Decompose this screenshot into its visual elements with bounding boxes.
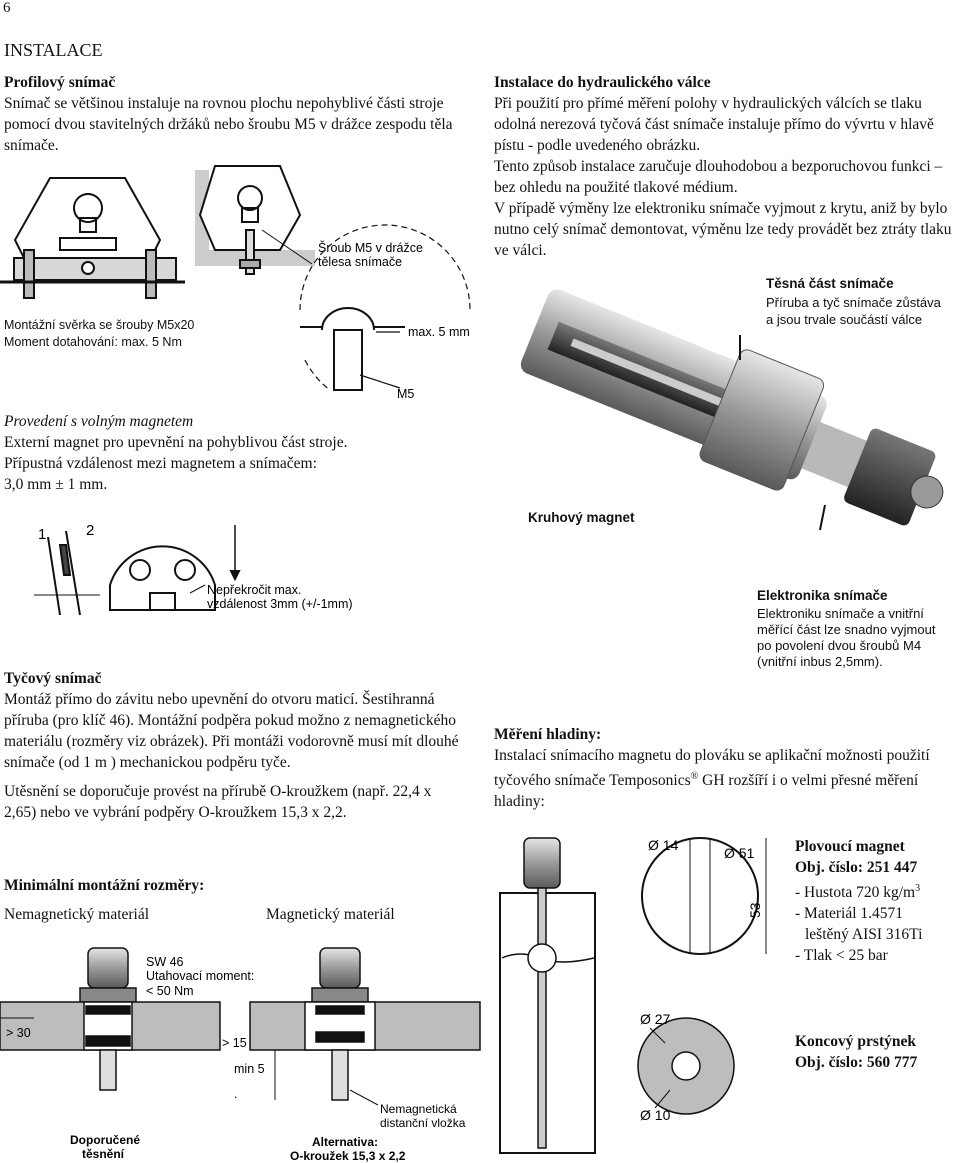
- float-pressure: - Tlak < 25 bar: [795, 947, 888, 965]
- alternative-label-1: Alternativa:: [312, 1135, 378, 1149]
- dot-label: .: [234, 1087, 237, 1101]
- float-density-sup: 3: [915, 883, 921, 894]
- profile-heading: Profilový snímač: [4, 74, 116, 91]
- spacer-label-2: distanční vložka: [380, 1116, 466, 1130]
- electronics-text: Elektroniku snímače a vnitřní měřící čás…: [757, 606, 935, 670]
- spacer-label-1: Nemagnetická: [380, 1102, 457, 1116]
- level-section: Měření hladiny: Instalací snímacího magn…: [494, 724, 956, 812]
- ring-order-number: Obj. číslo: 560 777: [795, 1054, 918, 1071]
- hydraulic-section: Instalace do hydraulického válce Při pou…: [494, 72, 954, 261]
- free-magnet-section: Provedení s volným magnetem Externí magn…: [4, 411, 474, 495]
- electronics-line-2: měřící část lze snadno vyjmout: [757, 622, 936, 637]
- ring-magnet-label: Kruhový magnet: [528, 510, 635, 525]
- rod-text-2: Utěsnění se doporučuje provést na přírub…: [4, 783, 432, 821]
- max-5mm-label: max. 5 mm: [408, 325, 470, 339]
- hydraulic-p1: Při použití pro přímé měření polohy v hy…: [494, 95, 934, 154]
- groove-screw-drawing: [195, 165, 315, 275]
- free-magnet-drawing: 1 2 Nepřekročit max. vzdálenost 3mm (+/-…: [34, 522, 353, 616]
- float-magnet-info: Plovoucí magnet Obj. číslo: 251 447 - Hu…: [795, 836, 922, 966]
- min-dims-heading: Minimální montážní rozměry:: [4, 877, 205, 894]
- tight-part-title: Těsná část snímače: [766, 276, 894, 291]
- profile-text: Snímač se většinou instaluje na rovnou p…: [4, 95, 453, 154]
- float-order-number: Obj. číslo: 251 447: [795, 859, 918, 876]
- sw46-label: SW 46: [146, 955, 184, 969]
- electronics-line-1: Elektroniku snímače a vnitřní: [757, 606, 924, 621]
- profile-section: Profilový snímač Snímač se většinou inst…: [4, 72, 456, 156]
- level-text-b: GH rozšíří i o velmi přesné měření hladi…: [494, 772, 919, 811]
- dim-h53: 53: [747, 902, 763, 918]
- ring-title: Koncový prstýnek: [795, 1033, 916, 1050]
- free-magnet-line-1: Externí magnet pro upevnění na pohyblivo…: [4, 434, 348, 451]
- section-title: INSTALACE: [4, 40, 103, 60]
- hydraulic-heading: Instalace do hydraulického válce: [494, 74, 711, 91]
- tight-part-line-2: a jsou trvale součástí válce: [766, 312, 923, 327]
- torque-label-2: < 50 Nm: [146, 984, 194, 998]
- gt15-label: > 15: [222, 1036, 247, 1050]
- warn-line-2: vzdálenost 3mm (+/-1mm): [207, 597, 353, 611]
- electronics-title: Elektronika snímače: [757, 588, 888, 603]
- rod-text-1: Montáž přímo do závitu nebo upevnění do …: [4, 691, 459, 771]
- level-text-a: Instalací snímacího magnetu do plováku s…: [494, 747, 930, 790]
- alternative-label-2: O-kroužek 15,3 x 2,2: [290, 1149, 406, 1163]
- float-density: - Hustota 720 kg/m3: [795, 878, 922, 903]
- clamp-label-1: Montážní svěrka se šrouby M5x20: [4, 318, 195, 332]
- mag-label: Magnetický materiál: [266, 906, 395, 923]
- float-density-text: - Hustota 720 kg/m: [795, 884, 916, 902]
- hydraulic-p3: V případě výměny lze elektroniku snímače…: [494, 200, 952, 259]
- float-title: Plovoucí magnet: [795, 838, 905, 855]
- level-drawing: Ø 14 Ø 51 53 Ø 27 Ø 10: [499, 837, 767, 1154]
- tight-part-line-1: Příruba a tyč snímače zůstáva: [766, 295, 941, 310]
- page-number: 6: [3, 0, 11, 16]
- gt30-label: > 30: [6, 1026, 31, 1040]
- free-magnet-line-3: 3,0 mm ± 1 mm.: [4, 476, 108, 493]
- free-magnet-heading: Provedení s volným magnetem: [4, 413, 194, 430]
- dim-d51: Ø 51: [724, 845, 755, 861]
- position-2: 2: [86, 522, 94, 539]
- warn-line-1: Nepřekročit max.: [207, 583, 301, 597]
- profile-mounting-drawing: Šroub M5 v drážce tělesa snímače max. 5 …: [0, 165, 471, 401]
- clamp-drawing: [0, 177, 185, 299]
- hydraulic-p2: Tento způsob instalace zaručuje dlouhodo…: [494, 158, 943, 196]
- registered-mark: ®: [690, 771, 699, 782]
- min5-label: min 5: [234, 1062, 265, 1076]
- recommended-label-2: těsnění: [82, 1147, 125, 1161]
- dim-d14: Ø 14: [648, 837, 679, 853]
- electronics-line-3: po povolení dvou šroubů M4: [757, 638, 922, 653]
- screw-label-1: Šroub M5 v drážce: [318, 240, 423, 255]
- min-dims-drawing: SW 46 Utahovací moment: < 50 Nm > 30 > 1…: [0, 947, 481, 1163]
- torque-label-1: Utahovací moment:: [146, 969, 254, 983]
- rod-section: Tyčový snímač Montáž přímo do závitu neb…: [4, 668, 464, 823]
- detail-circle: [299, 224, 471, 391]
- position-1: 1: [38, 526, 46, 543]
- cylinder-photo: [520, 289, 944, 531]
- electronics-line-4: (vnitřní inbus 2,5mm).: [757, 654, 883, 669]
- recommended-label-1: Doporučené: [70, 1133, 140, 1147]
- nonmag-label: Nemagnetický materiál: [4, 906, 150, 923]
- dim-d10: Ø 10: [640, 1107, 671, 1123]
- dim-d27: Ø 27: [640, 1011, 671, 1027]
- screw-label-2: tělesa snímače: [318, 255, 402, 269]
- level-text: Instalací snímacího magnetu do plováku s…: [494, 745, 956, 812]
- level-heading: Měření hladiny:: [494, 726, 602, 743]
- float-finish: leštěný AISI 316Ti: [805, 926, 923, 944]
- rod-heading: Tyčový snímač: [4, 670, 102, 687]
- end-ring-info: Koncový prstýnek Obj. číslo: 560 777: [795, 1031, 917, 1073]
- float-material: - Materiál 1.4571: [795, 905, 904, 923]
- clamp-label-2: Moment dotahování: max. 5 Nm: [4, 335, 182, 349]
- free-magnet-line-2: Přípustná vzdálenost mezi magnetem a sní…: [4, 455, 317, 472]
- m5-label: M5: [397, 387, 414, 401]
